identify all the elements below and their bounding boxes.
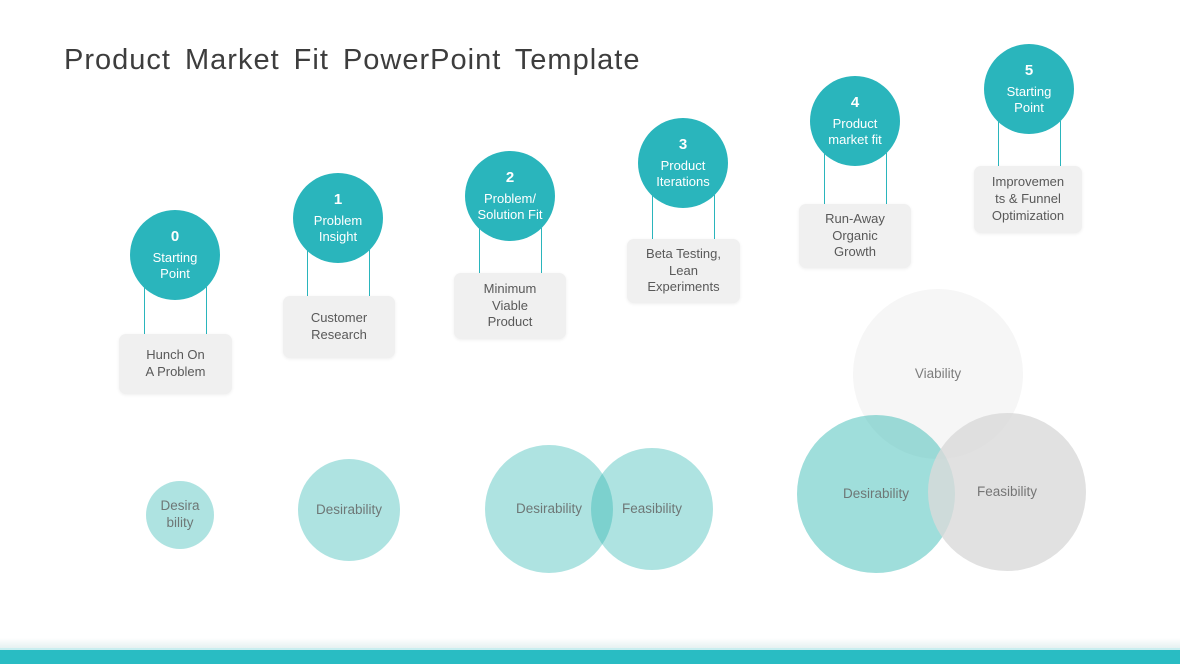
bottom-accent-bar — [0, 648, 1180, 664]
stage-2-circle: 2 Problem/ Solution Fit — [465, 151, 555, 241]
stage-1-circle: 1 Problem Insight — [293, 173, 383, 263]
connector-line — [714, 195, 715, 245]
connector-line — [652, 195, 653, 245]
stage-0-box: Hunch On A Problem — [119, 334, 232, 394]
stage-0-circle: 0 Starting Point — [130, 210, 220, 300]
stage-3-circle: 3 Product Iterations — [638, 118, 728, 208]
stage-2-box-label: Minimum Viable Product — [483, 280, 537, 330]
stage-4-circle-label: Product market fit — [828, 116, 882, 147]
venn-pair-desirability-circle: Desirability — [485, 445, 613, 573]
venn-triple-feasibility-circle: Feasibility — [928, 413, 1086, 571]
connector-line — [1060, 121, 1061, 172]
stage-4-box: Run-Away Organic Growth — [799, 204, 911, 268]
stage-1-circle-label: Problem Insight — [313, 213, 363, 244]
bottom-bar-fade — [0, 638, 1180, 648]
stage-5-box: Improvemen ts & Funnel Optimization — [974, 166, 1082, 233]
connector-line — [824, 153, 825, 210]
venn-medium-desirability-circle: Desirability — [298, 459, 400, 561]
venn-pair-feasibility-circle: Feasibility — [591, 448, 713, 570]
stage-0-circle-label: Starting Point — [152, 250, 198, 281]
venn-small-desirability-circle: Desira bility — [146, 481, 214, 549]
connector-line — [541, 228, 542, 279]
stage-1-box-label: Customer Research — [310, 310, 368, 342]
stage-5-box-label: Improvemen ts & Funnel Optimization — [991, 174, 1065, 223]
connector-line — [886, 153, 887, 210]
stage-1-number: 1 — [333, 191, 343, 209]
stage-0-box-label: Hunch On A Problem — [145, 347, 206, 379]
stage-3-box: Beta Testing, Lean Experiments — [627, 239, 740, 303]
stage-4-number: 4 — [850, 94, 860, 112]
stage-3-circle-label: Product Iterations — [656, 158, 710, 189]
stage-3-box-label: Beta Testing, Lean Experiments — [646, 245, 721, 295]
connector-line — [998, 121, 999, 172]
stage-0-number: 0 — [170, 228, 180, 246]
stage-2-number: 2 — [505, 169, 515, 187]
connector-line — [206, 287, 207, 340]
stage-2-circle-label: Problem/ Solution Fit — [477, 191, 543, 222]
page-title: Product Market Fit PowerPoint Template — [64, 44, 641, 76]
stage-3-number: 3 — [678, 136, 688, 154]
stage-5-number: 5 — [1024, 62, 1034, 80]
connector-line — [369, 250, 370, 302]
stage-4-circle: 4 Product market fit — [810, 76, 900, 166]
connector-line — [307, 250, 308, 302]
connector-line — [144, 287, 145, 340]
connector-line — [479, 228, 480, 279]
stage-2-box: Minimum Viable Product — [454, 273, 566, 339]
stage-4-box-label: Run-Away Organic Growth — [825, 210, 885, 260]
stage-5-circle: 5 Starting Point — [984, 44, 1074, 134]
stage-1-box: Customer Research — [283, 296, 395, 358]
stage-5-circle-label: Starting Point — [1006, 84, 1052, 115]
